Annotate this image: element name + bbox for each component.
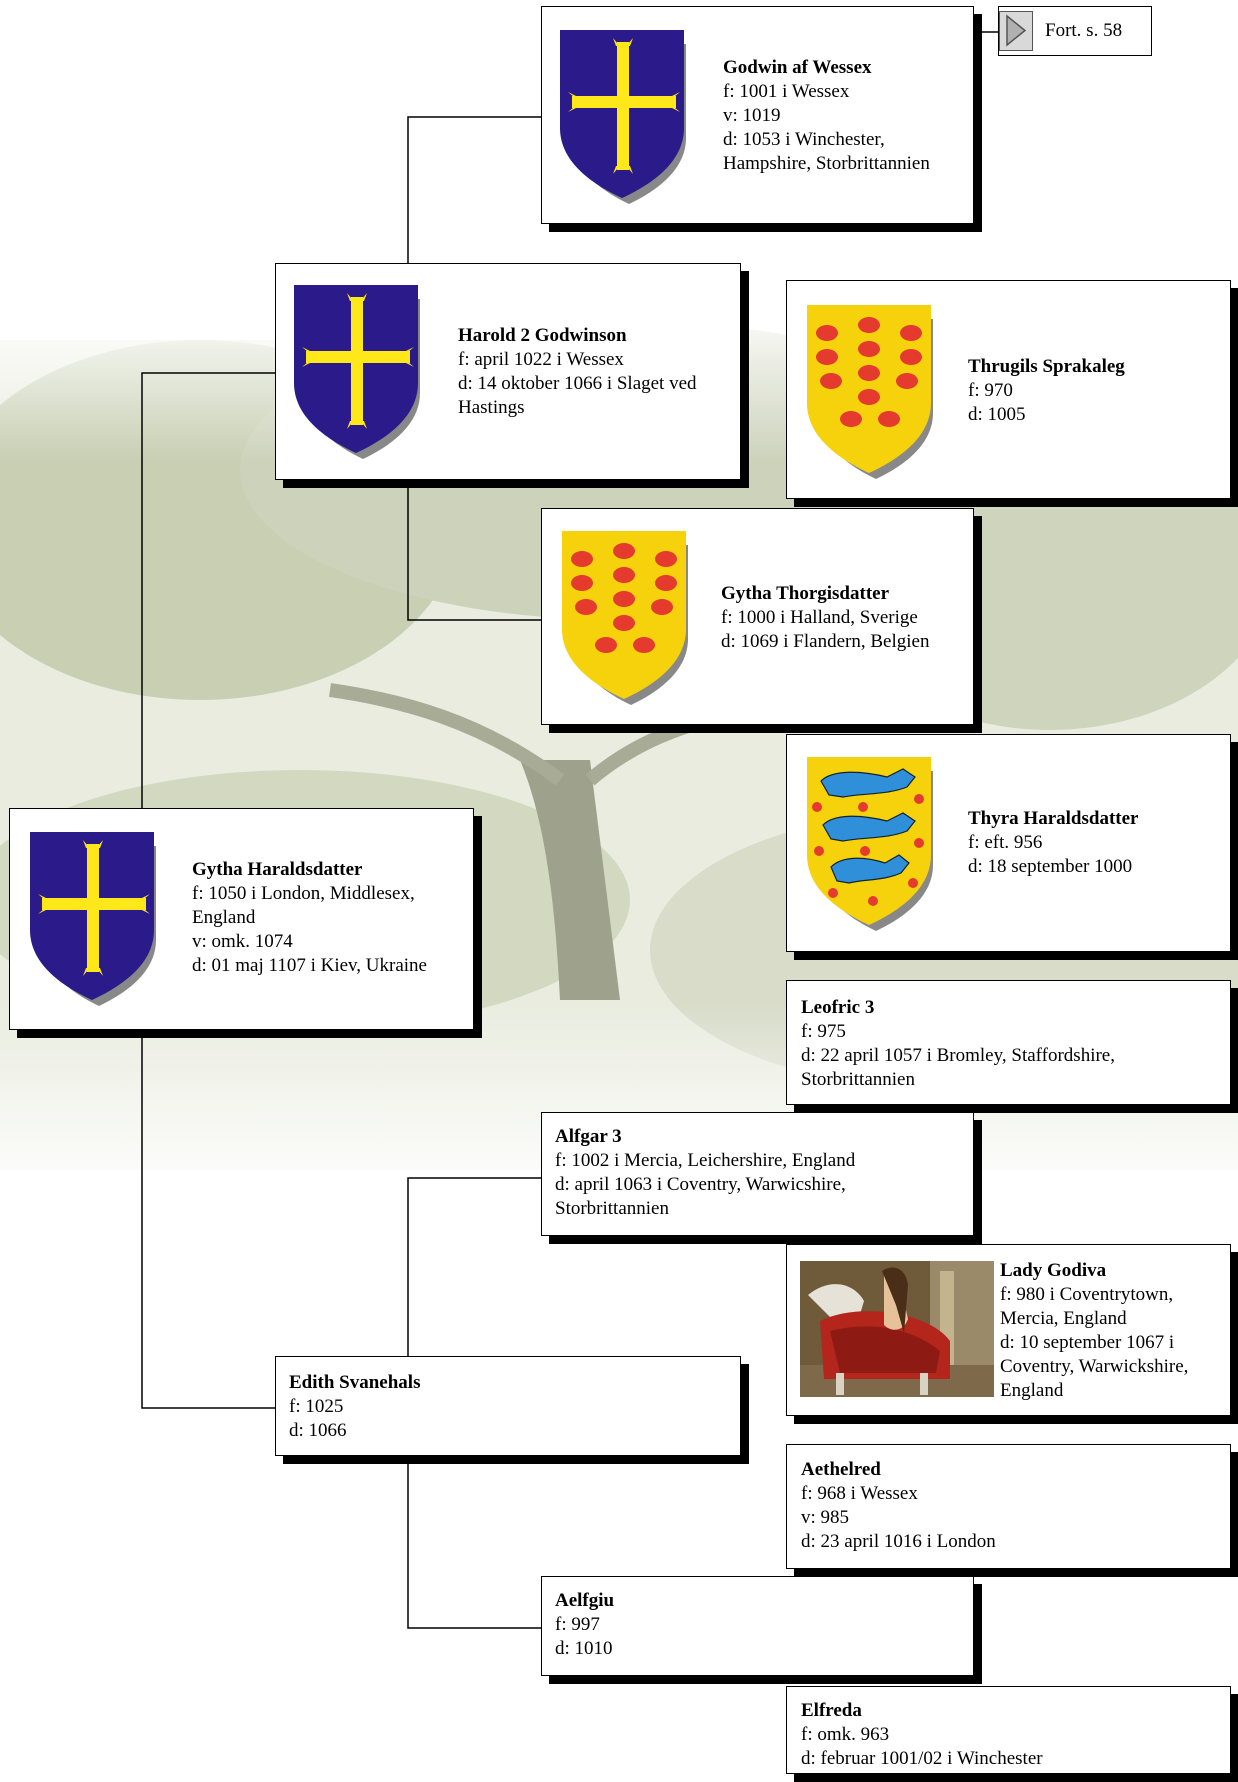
person-detail: f: 975 [801,1021,846,1042]
person-detail: v: 1019 [723,105,781,126]
lions-shield-icon [807,757,933,931]
continuation-label: Fort. s. 58 [1045,20,1123,41]
person-card-leofric[interactable]: Leofric 3 f: 975 d: 22 april 1057 i Brom… [786,980,1231,1105]
person-detail: Hastings [458,397,525,418]
person-name: Harold 2 Godwinson [458,325,627,346]
person-name: Aelfgiu [555,1590,615,1611]
person-detail: f: 1002 i Mercia, Leichershire, England [555,1150,856,1171]
person-detail: England [192,907,256,928]
person-detail: Mercia, England [1000,1308,1127,1329]
person-detail: d: 18 september 1000 [968,856,1133,877]
person-detail: Coventry, Warwickshire, [1000,1356,1189,1377]
person-detail: f: omk. 963 [801,1724,890,1745]
person-name: Alfgar 3 [555,1126,622,1147]
person-card-aethelred[interactable]: Aethelred f: 968 i Wessex v: 985 d: 23 a… [786,1444,1231,1569]
person-card-alfgar[interactable]: Alfgar 3 f: 1002 i Mercia, Leichershire,… [541,1112,974,1236]
person-detail: d: 1069 i Flandern, Belgien [721,631,930,652]
person-detail: f: 980 i Coventrytown, [1000,1284,1174,1305]
person-detail: Hampshire, Storbrittannien [723,153,930,174]
person-card-edith-svanehals[interactable]: Edith Svanehals f: 1025 d: 1066 [275,1356,741,1456]
hearts-shield-icon [562,531,688,705]
person-card-thrugils[interactable]: Thrugils Sprakaleg f: 970 d: 1005 [786,280,1231,499]
person-name: Thyra Haraldsdatter [968,808,1139,829]
person-card-harold[interactable]: Harold 2 Godwinson f: april 1022 i Wesse… [275,263,741,480]
cross-shield-icon [30,832,156,1006]
person-detail: f: april 1022 i Wessex [458,349,624,370]
person-card-gytha-thorgisdatter[interactable]: Gytha Thorgisdatter f: 1000 i Halland, S… [541,508,974,725]
person-card-thyra[interactable]: Thyra Haraldsdatter f: eft. 956 d: 18 se… [786,734,1231,952]
person-name: Aethelred [801,1459,881,1480]
person-detail: d: 14 oktober 1066 i Slaget ved [458,373,697,394]
cross-shield-icon [294,285,420,459]
arrow-right-icon[interactable] [999,11,1033,51]
person-name: Elfreda [801,1700,862,1721]
person-detail: f: 970 [968,380,1013,401]
person-detail: England [1000,1380,1064,1401]
lady-godiva-portrait [800,1261,994,1397]
person-detail: v: 985 [801,1507,850,1528]
person-card-elfreda[interactable]: Elfreda f: omk. 963 d: februar 1001/02 i… [786,1686,1231,1774]
person-name: Leofric 3 [801,997,875,1018]
person-detail: Storbrittannien [555,1198,669,1219]
person-detail: f: 1000 i Halland, Sverige [721,607,918,628]
person-detail: Storbrittannien [801,1069,915,1090]
continuation-link[interactable]: Fort. s. 58 [998,6,1152,56]
person-detail: d: 10 september 1067 i [1000,1332,1175,1353]
person-card-aelfgiu[interactable]: Aelfgiu f: 997 d: 1010 [541,1576,974,1676]
person-detail: d: 1010 [555,1638,613,1659]
person-detail: d: 1005 [968,404,1026,425]
person-detail: f: 1050 i London, Middlesex, [192,883,415,904]
person-card-godwin[interactable]: Godwin af Wessex f: 1001 i Wessex v: 101… [541,6,974,224]
person-detail: d: 22 april 1057 i Bromley, Staffordshir… [801,1045,1115,1066]
person-detail: f: 1025 [289,1396,344,1417]
person-detail: d: april 1063 i Coventry, Warwicshire, [555,1174,846,1195]
person-detail: d: 1066 [289,1420,347,1441]
person-name: Lady Godiva [1000,1260,1107,1281]
person-name: Thrugils Sprakaleg [968,356,1125,377]
person-detail: v: omk. 1074 [192,931,293,952]
person-detail: d: 01 maj 1107 i Kiev, Ukraine [192,955,427,976]
person-card-gytha-haraldsdatter[interactable]: Gytha Haraldsdatter f: 1050 i London, Mi… [9,808,474,1030]
hearts-shield-icon [807,305,933,479]
person-detail: f: 997 [555,1614,600,1635]
person-detail: d: 23 april 1016 i London [801,1531,996,1552]
person-detail: f: 1001 i Wessex [723,81,850,102]
person-name: Gytha Thorgisdatter [721,583,890,604]
person-detail: f: eft. 956 [968,832,1043,853]
person-name: Gytha Haraldsdatter [192,859,363,880]
person-name: Edith Svanehals [289,1372,421,1393]
person-detail: d: februar 1001/02 i Winchester [801,1748,1043,1769]
person-detail: d: 1053 i Winchester, [723,129,885,150]
person-name: Godwin af Wessex [723,57,872,78]
person-detail: f: 968 i Wessex [801,1483,918,1504]
person-card-lady-godiva[interactable]: Lady Godiva f: 980 i Coventrytown, Merci… [786,1244,1231,1416]
cross-shield-icon [560,30,686,204]
